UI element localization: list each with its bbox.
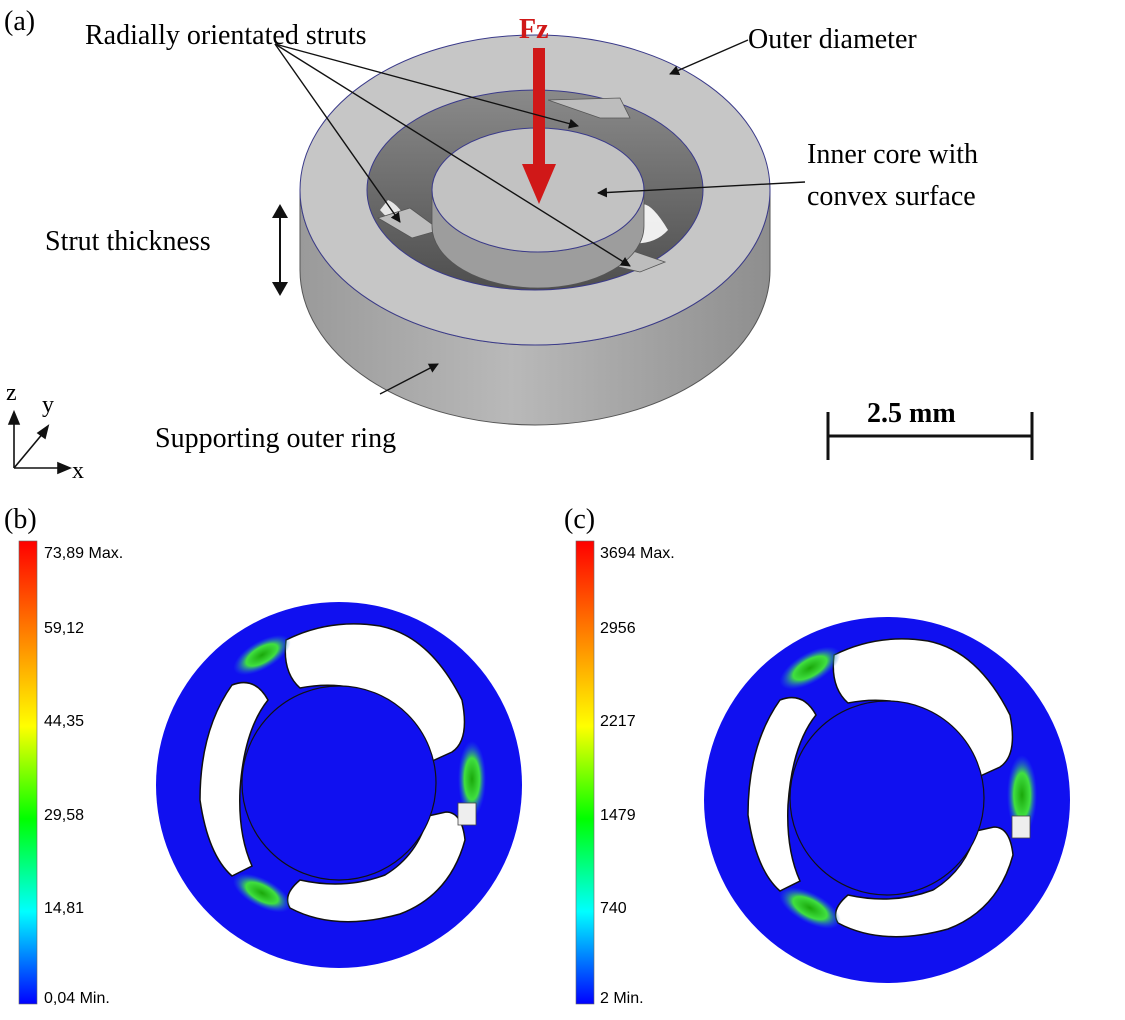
fem-ring-c: [704, 617, 1070, 983]
force-arrow-shaft: [533, 48, 545, 166]
colorbar-b-max: 73,89 Max.: [44, 545, 123, 562]
label-strut-thickness: Strut thickness: [45, 226, 211, 257]
panel-b-label: (b): [4, 504, 37, 535]
scale-bar-label: 2.5 mm: [867, 398, 956, 429]
colorbar-c-min: 2 Min.: [600, 990, 644, 1007]
colorbar-b: [18, 540, 38, 1005]
leader-supporting-ring: [379, 363, 439, 395]
leader-strut-left: [274, 43, 401, 223]
label-radial-struts: Radially orientated struts: [85, 20, 367, 51]
colorbar-c-max: 3694 Max.: [600, 545, 675, 562]
fem-ring-b: [156, 602, 522, 968]
leader-strut-right: [274, 43, 631, 267]
colorbar-b-tick-1: 59,12: [44, 620, 84, 637]
label-outer-diameter: Outer diameter: [748, 24, 917, 55]
colorbar-c: [575, 540, 595, 1005]
colorbar-b-tick-2: 44,35: [44, 713, 84, 730]
leader-outer-diameter: [669, 39, 749, 75]
axis-y-label: y: [42, 392, 54, 418]
colorbar-b-min: 0,04 Min.: [44, 990, 110, 1007]
panel-c-label: (c): [564, 504, 595, 535]
label-inner-core-1: Inner core with: [807, 139, 978, 170]
leader-lines: [274, 39, 806, 395]
strut-top: [547, 97, 631, 119]
scale-bar: [826, 412, 1034, 460]
leader-strut-top: [274, 43, 579, 129]
axes-triad: [7, 409, 73, 475]
colorbar-c-tick-2: 2217: [600, 713, 636, 730]
colorbar-c-tick-1: 2956: [600, 620, 636, 637]
colorbar-c-tick-4: 740: [600, 900, 627, 917]
leader-inner-core: [597, 181, 806, 198]
strut-thickness-arrow: [272, 204, 288, 296]
colorbar-c-tick-3: 1479: [600, 807, 636, 824]
colorbar-b-tick-3: 29,58: [44, 807, 84, 824]
panel-c: (c) 3694 Max. 2956 2217 1479 740 2 Min.: [564, 504, 1070, 1007]
panel-a: (a) Fz: [4, 6, 1034, 484]
axis-z-label: z: [6, 380, 17, 406]
colorbar-b-tick-4: 14,81: [44, 900, 84, 917]
label-inner-core-2: convex surface: [807, 181, 976, 212]
force-arrow-head: [522, 164, 556, 204]
panel-b: (b) 73,89 Max. 59,12 44,35 29,58 14,81 0…: [4, 504, 522, 1007]
panel-a-label: (a): [4, 6, 35, 37]
force-label: Fz: [519, 14, 549, 45]
axis-x-label: x: [72, 458, 84, 484]
label-supporting-ring: Supporting outer ring: [155, 423, 396, 454]
